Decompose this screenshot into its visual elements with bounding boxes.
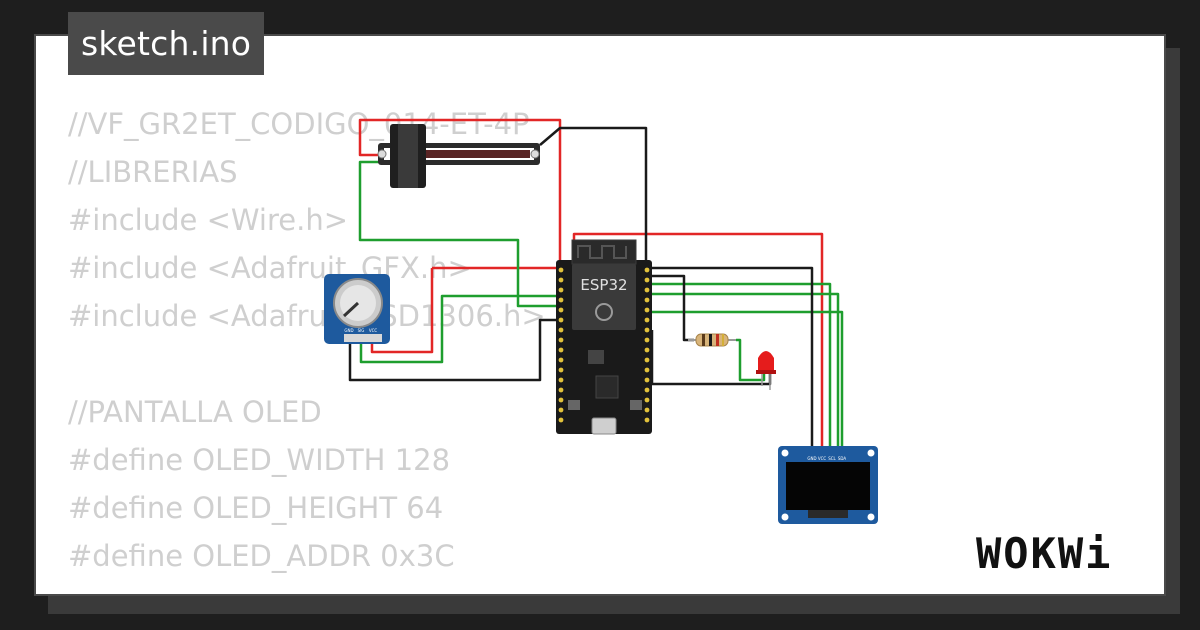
wire-green: [648, 292, 840, 450]
resistor[interactable]: [688, 333, 736, 347]
oled-pin-label: VCC: [818, 456, 827, 461]
wire-black: [348, 318, 562, 382]
esp32-module: [572, 264, 636, 330]
code-line: //PANTALLA OLED: [68, 395, 322, 429]
wokwi-logo[interactable]: WOKWi: [974, 524, 1154, 580]
code-line: //VF_GR2ET_CODIGO_014-ET-4P: [68, 107, 530, 141]
red-led[interactable]: [756, 351, 776, 390]
oled-screen: [786, 462, 870, 510]
wire-green: [359, 294, 562, 364]
usb-port: [591, 417, 617, 435]
wire-black: [539, 126, 648, 268]
oled-display[interactable]: GND VCC SCL SDA: [778, 446, 878, 524]
file-tab-sketch[interactable]: sketch.ino: [68, 12, 265, 75]
esp32-label: ESP32: [580, 276, 627, 294]
pot-pin-label: GND: [344, 328, 353, 333]
rotary-potentiometer[interactable]: GND SIG VCC: [324, 274, 390, 344]
code-line: //LIBRERIAS: [68, 155, 238, 189]
esp32-left-pins: [558, 267, 564, 423]
wire-green: [648, 310, 844, 450]
code-line: #include <Wire.h>: [68, 203, 349, 237]
wokwi-logo-text: WOKWi: [976, 529, 1112, 578]
oled-pin-label: SCL: [828, 456, 836, 461]
wire-green: [358, 160, 562, 308]
pot-pin-label: SIG: [358, 328, 365, 333]
oled-pin-label: GND: [807, 456, 816, 461]
code-preview: //VF_GR2ET_CODIGO_014-ET-4P //LIBRERIAS #i…: [68, 100, 546, 580]
wire-black: [648, 274, 694, 342]
slider-screw-icon: [377, 149, 387, 159]
pot-pin-label: VCC: [369, 328, 378, 333]
esp32-right-pins: [644, 267, 650, 423]
wire-green: [736, 338, 766, 382]
code-line: #define OLED_HEIGHT 64: [68, 491, 444, 525]
wifi-antenna: [571, 239, 637, 265]
wire-red: [370, 268, 434, 354]
wire-red: [358, 118, 562, 264]
slide-potentiometer[interactable]: [377, 124, 540, 188]
oled-pin-label: SDA: [838, 456, 847, 461]
espressif-logo-icon: [595, 303, 613, 321]
esp32-board[interactable]: ESP32: [556, 239, 652, 435]
code-line: #define OLED_WIDTH 128: [68, 443, 451, 477]
slider-screw-icon: [530, 149, 540, 159]
wire-black: [648, 266, 814, 450]
wire-green: [648, 282, 832, 450]
code-line: #define OLED_ADDR 0x3C: [68, 539, 455, 573]
